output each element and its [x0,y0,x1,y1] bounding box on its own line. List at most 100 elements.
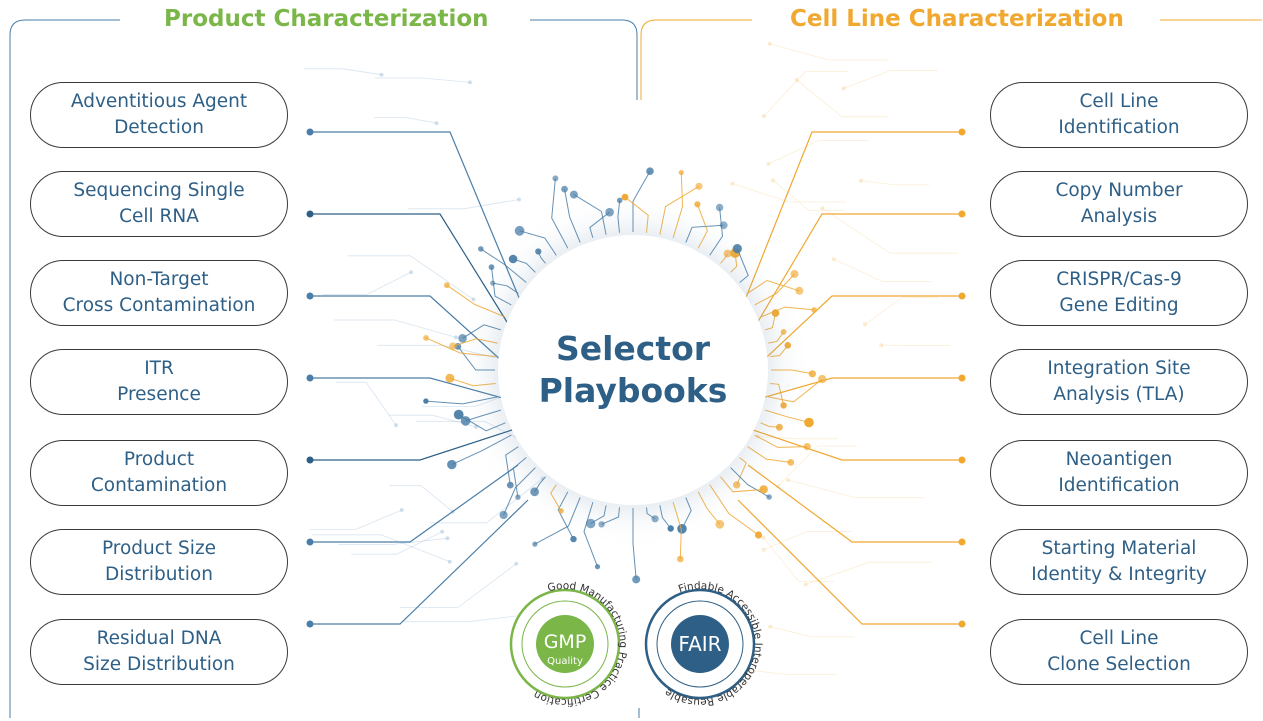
background-trace [768,140,869,165]
circuit-spoke [709,484,759,536]
background-node [771,178,776,183]
right-item-neoantigen[interactable]: Neoantigen Identification [990,440,1248,506]
right-item-copy-number[interactable]: Copy Number Analysis [990,171,1248,237]
circuit-spoke [709,207,724,256]
right-connector [752,429,962,461]
left-item-adventitious-agent[interactable]: Adventitious Agent Detection [30,82,288,148]
right-connector [737,499,962,625]
item-line: Cross Contamination [62,295,256,316]
right-item-crispr[interactable]: CRISPR/Cas-9 Gene Editing [990,260,1248,326]
circuit-spoke [564,189,581,243]
center-playbooks-button[interactable]: Selector Playbooks [498,235,768,505]
connector-node [958,292,966,300]
left-item-itr[interactable]: ITR Presence [30,349,288,415]
gmp-sublabel: Quality [547,656,583,667]
circuit-node [535,248,542,255]
circuit-node [818,374,827,384]
circuit-spoke [747,279,800,294]
background-trace [347,255,474,300]
item-line: Clone Selection [1047,654,1191,675]
circuit-spoke [659,185,700,235]
circuit-node [616,197,623,204]
left-section-title: Product Characterization [164,6,489,32]
item-line: Distribution [105,564,213,585]
background-trace [310,509,402,530]
circuit-spoke [764,409,810,423]
background-node [447,559,452,564]
background-trace [312,534,450,563]
circuit-node [651,515,659,523]
item-line: Sequencing Single [73,180,245,201]
circuit-node [506,481,514,489]
background-node [786,478,791,482]
left-item-product-contamination[interactable]: Product Contamination [30,440,288,506]
right-item-cell-line-id[interactable]: Cell Line Identification [990,82,1248,148]
right-connector [747,464,962,543]
right-item-integration-site[interactable]: Integration Site Analysis (TLA) [990,349,1248,415]
background-node [394,423,399,428]
circuit-spoke [768,331,785,344]
background-node [767,41,772,46]
circuit-spoke [624,196,649,233]
left-item-residual-dna[interactable]: Residual DNA Size Distribution [30,619,288,685]
item-line: Starting Material [1041,538,1197,559]
circuit-spoke [754,434,808,448]
background-node [514,561,519,566]
circuit-node [444,282,450,289]
circuit-spoke [573,194,607,235]
background-node [440,529,445,534]
circuit-node [732,244,742,254]
circuit-node [775,423,783,431]
background-node [471,297,476,302]
connector-node [958,538,966,546]
circuit-node [449,342,457,351]
background-trace [770,626,855,638]
background-trace [338,537,448,545]
left-connector [310,464,519,543]
background-trace [389,485,453,512]
left-connector [310,213,516,336]
left-item-product-size[interactable]: Product Size Distribution [30,529,288,595]
background-node [820,206,825,211]
circuit-node [677,524,687,534]
item-line: Product [123,449,195,470]
circuit-spoke [736,457,747,486]
circuit-node [594,564,601,570]
left-item-non-target[interactable]: Non-Target Cross Contamination [30,260,288,326]
right-connector [752,295,962,371]
item-line: Cell Line [1079,628,1159,649]
circuit-node [423,335,429,341]
right-section-title: Cell Line Characterization [790,6,1124,32]
background-node [445,536,450,541]
circuit-spoke [764,312,776,331]
right-item-starting-material[interactable]: Starting Material Identity & Integrity [990,529,1248,595]
background-trace [843,70,938,89]
left-connector [310,131,521,301]
circuit-spoke [505,446,519,486]
circuit-spoke [659,505,672,529]
left-item-sequencing[interactable]: Sequencing Single Cell RNA [30,171,288,237]
circuit-node [598,521,605,528]
background-node [517,197,522,202]
circuit-node [586,518,596,529]
connector-node [306,128,314,136]
circuit-node [754,531,763,539]
background-node [766,161,771,166]
background-node [841,86,846,91]
background-trace [757,436,838,440]
background-trace [403,613,534,623]
right-connector [744,131,962,301]
item-line: Size Distribution [83,654,235,675]
item-line: Integration Site [1047,358,1191,379]
circuit-spoke [736,248,749,283]
circuit-spoke [449,377,496,387]
circuit-spoke [681,497,692,530]
background-node [863,322,867,327]
right-item-clone-selection[interactable]: Cell Line Clone Selection [990,619,1248,685]
left-connector [310,377,511,401]
circuit-spoke [425,396,498,405]
background-trace [739,668,838,675]
connector-node [958,456,966,464]
circuit-spoke [492,282,519,294]
background-node [761,114,766,119]
